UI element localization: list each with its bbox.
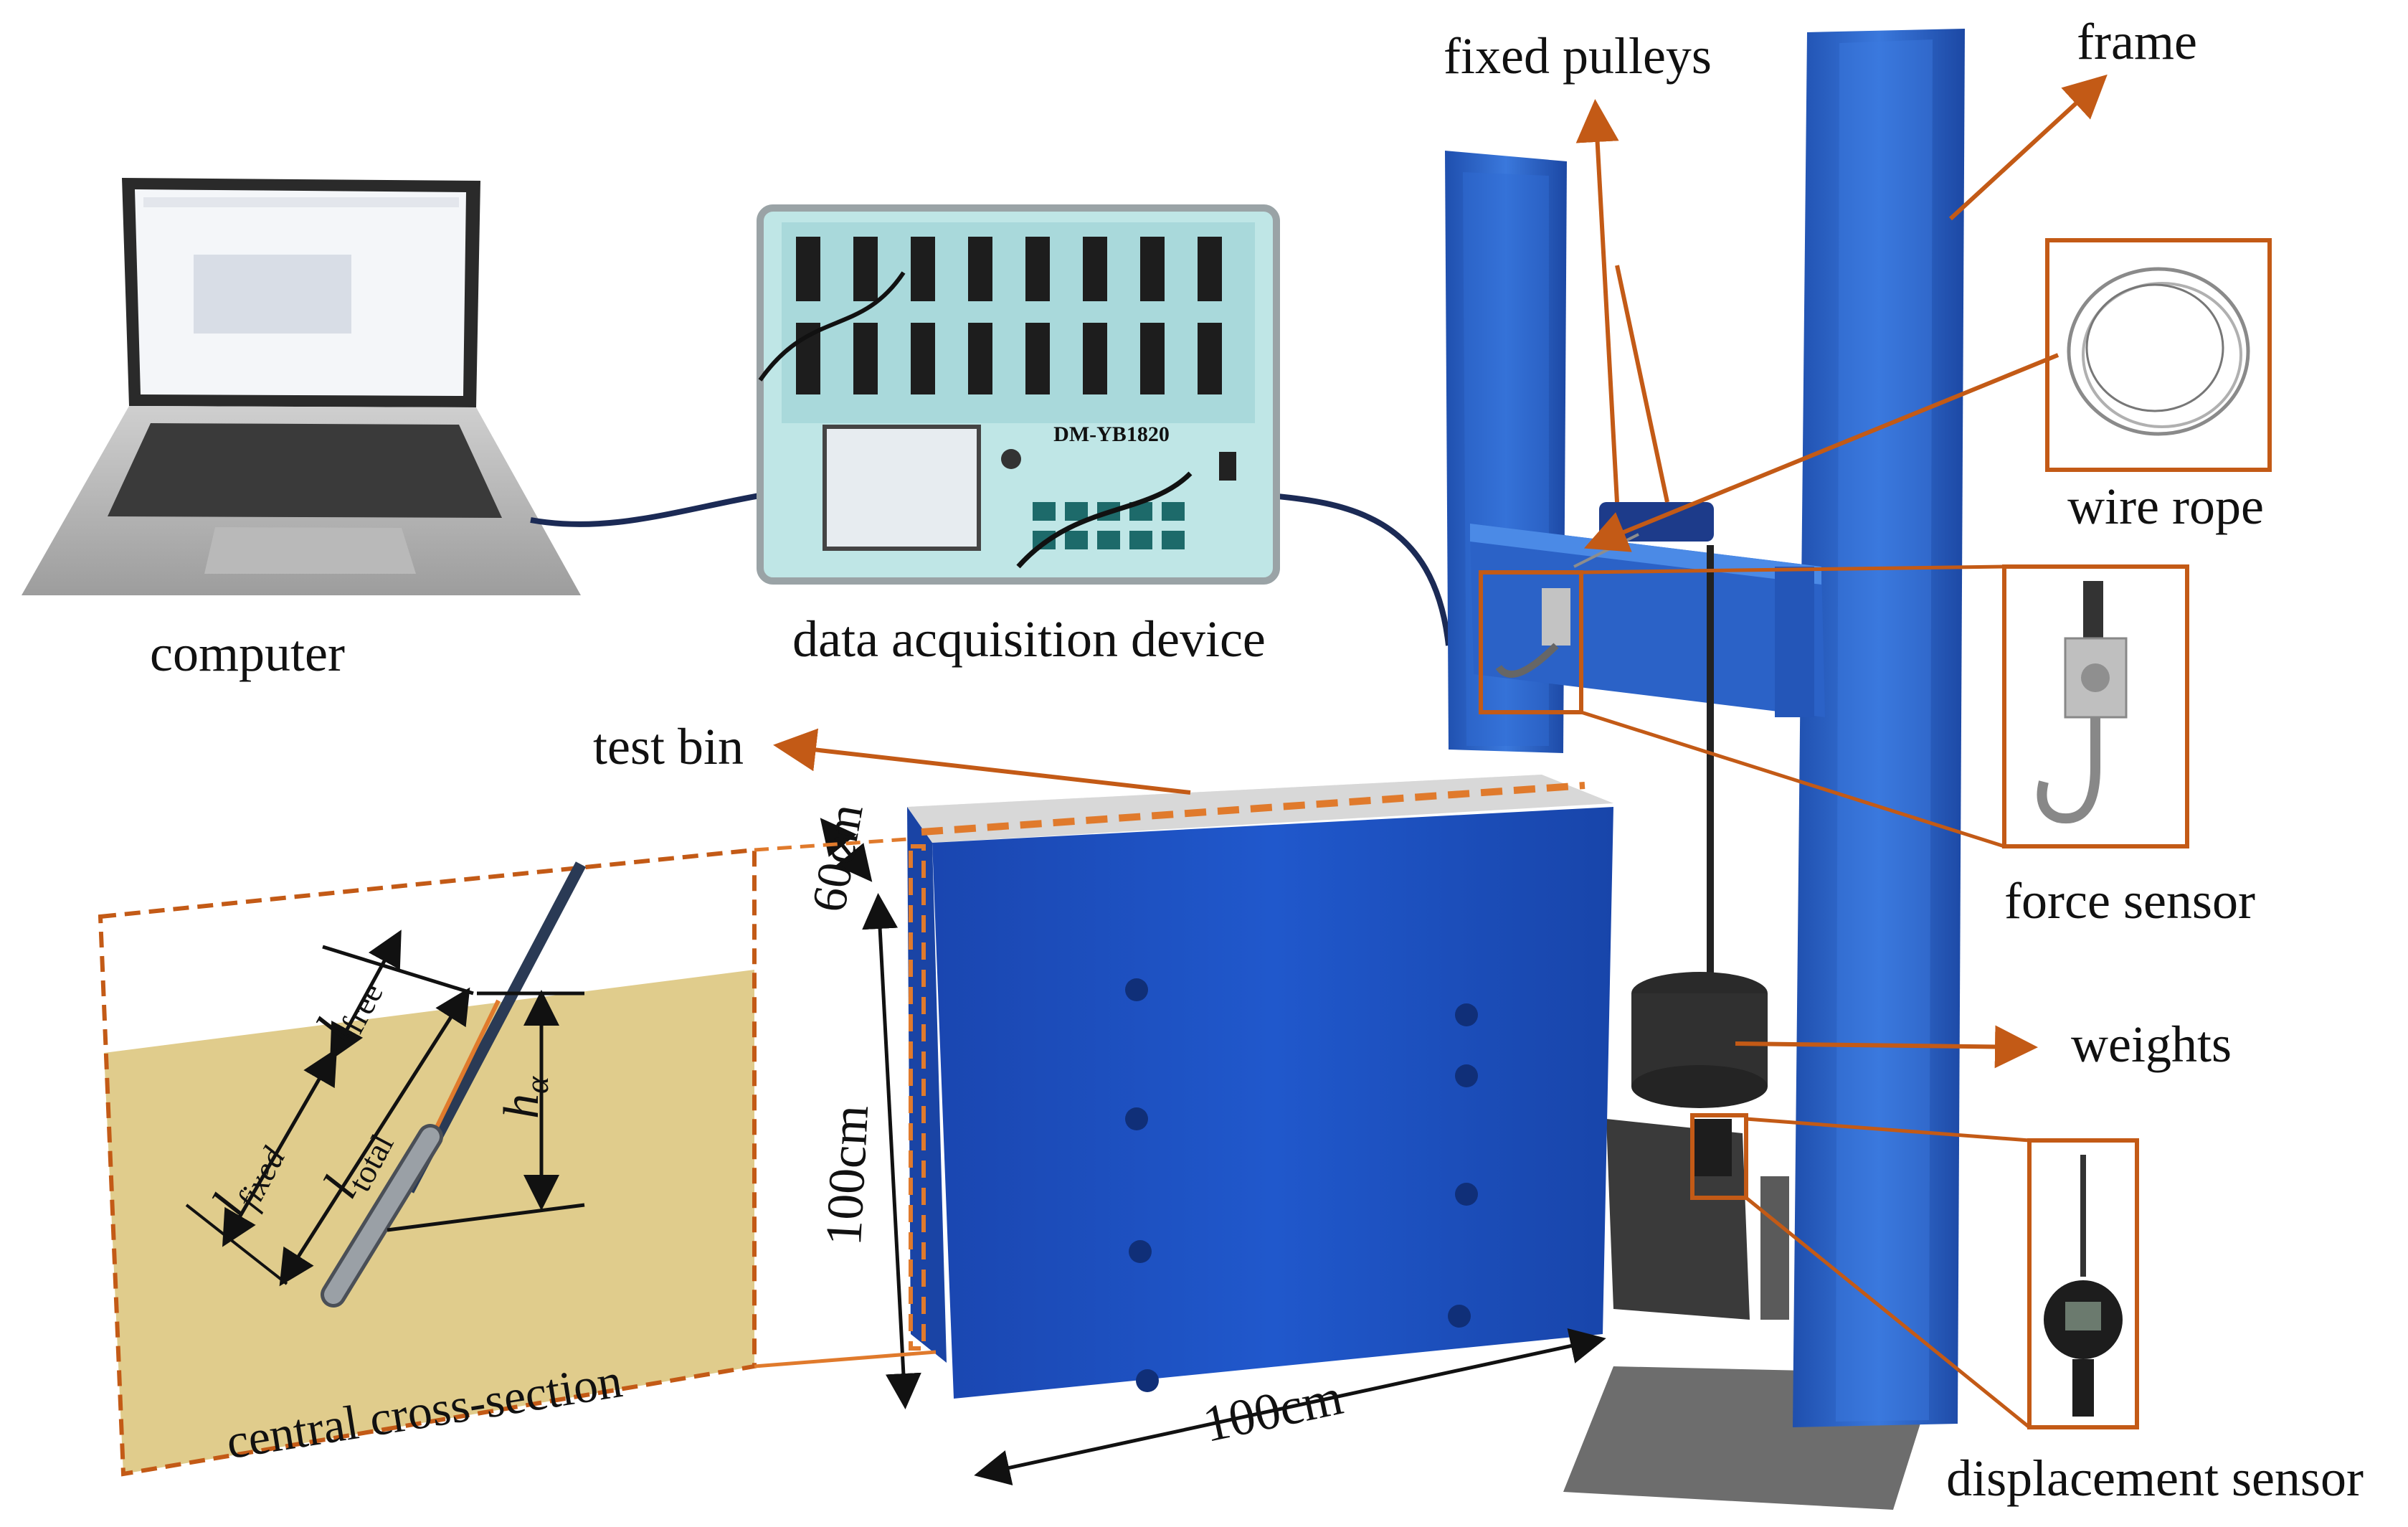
dim-width-line	[974, 1328, 1606, 1485]
daq-model-label: DM-YB1820	[1053, 422, 1170, 446]
cross-section-panel	[98, 837, 937, 1477]
dim-height-label: 100cm	[815, 1104, 879, 1247]
dim-60cm-label: 60cm	[801, 800, 873, 916]
frame-arrow	[1948, 74, 2108, 221]
displacement-sensor-label: displacement sensor	[1946, 1450, 2364, 1507]
test-bin	[907, 775, 1613, 1399]
fixed-pulleys-arrow-2	[1615, 265, 1669, 503]
displacement-sensor-inset	[2027, 1138, 2139, 1429]
test-bin-label: test bin	[593, 718, 744, 775]
force-sensor-pointer-top	[1580, 564, 2005, 575]
laptop-computer	[22, 178, 581, 595]
wire-rope-label: wire rope	[2067, 478, 2264, 535]
force-sensor-inset	[2002, 564, 2189, 848]
dim-width-label: 100cm	[1198, 1368, 1347, 1453]
force-sensor-highlight	[1479, 570, 1583, 714]
weights-label: weights	[2071, 1016, 2232, 1073]
force-sensor-label: force sensor	[2004, 872, 2255, 930]
weights-arrow	[1735, 1025, 2038, 1069]
displacement-sensor-pointer-bottom	[1745, 1196, 2031, 1429]
dim-height-line	[862, 893, 921, 1409]
fixed-pulleys-label: fixed pulleys	[1444, 27, 1712, 85]
data-acquisition-device: DM-YB1820	[757, 204, 1280, 585]
cable-daq-frame	[1261, 492, 1451, 646]
fixed-pulleys-arrow-1	[1575, 99, 1619, 503]
daq-label: data acquisition device	[792, 610, 1266, 668]
computer-label: computer	[150, 625, 345, 682]
wire-rope-pointer	[1583, 353, 2059, 552]
dim-60cm-line	[820, 818, 873, 882]
symbol-h-alpha: hα	[494, 1076, 555, 1119]
displacement-sensor-highlight	[1690, 1113, 1748, 1200]
test-bin-arrow	[773, 728, 1191, 795]
frame-label: frame	[2077, 13, 2197, 70]
wire-rope-inset	[2045, 238, 2272, 472]
cable-computer-daq	[530, 492, 764, 527]
force-sensor-pointer-bottom	[1580, 710, 2005, 848]
displacement-sensor-pointer-top	[1745, 1117, 2030, 1143]
